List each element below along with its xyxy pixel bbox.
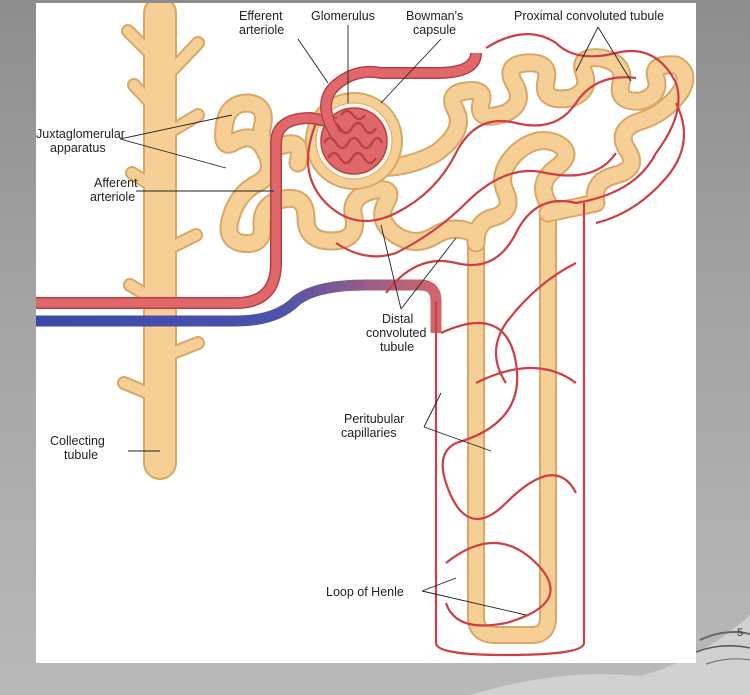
label-collecting-tubule-line1: Collecting [50, 434, 105, 448]
label-distal-convoluted-tubule-line3: tubule [380, 340, 414, 354]
label-peritubular-capillaries-line1: Peritubular [344, 412, 404, 426]
label-distal-convoluted-tubule-line2: convoluted [366, 326, 427, 340]
collecting-tubule [117, 3, 205, 480]
convoluted-tubules [214, 48, 695, 254]
label-bowmans-capsule-line1: Bowman's [406, 9, 463, 23]
label-juxtaglomerular-apparatus-line1: Juxtaglomerular [36, 127, 125, 141]
label-collecting-tubule-line2: tubule [64, 448, 98, 462]
slide-number: 5 [737, 627, 744, 639]
label-juxtaglomerular-apparatus-line2: apparatus [50, 141, 106, 155]
nephron-figure-panel: Efferent arteriole Glomerulus Bowman's c… [36, 3, 696, 663]
peritubular-capillaries [306, 33, 686, 657]
label-efferent-arteriole-line2: arteriole [239, 23, 284, 37]
label-bowmans-capsule-line2: capsule [413, 23, 456, 37]
glomerulus [320, 107, 388, 175]
nephron-diagram: Efferent arteriole Glomerulus Bowman's c… [36, 3, 695, 657]
labels: Efferent arteriole Glomerulus Bowman's c… [36, 9, 664, 599]
leader-lines [119, 25, 632, 616]
label-loop-of-henle: Loop of Henle [326, 585, 404, 599]
loop-of-henle-tubule [467, 213, 557, 644]
label-afferent-arteriole-line1: Afferent [94, 176, 138, 190]
arterial-vessels [36, 52, 482, 309]
label-afferent-arteriole-line2: arteriole [90, 190, 135, 204]
label-glomerulus: Glomerulus [311, 9, 375, 23]
label-distal-convoluted-tubule-line1: Distal [382, 312, 413, 326]
label-efferent-arteriole-line1: Efferent [239, 9, 283, 23]
label-peritubular-capillaries-line2: capillaries [341, 426, 397, 440]
label-proximal-convoluted-tubule: Proximal convoluted tubule [514, 9, 664, 23]
venous-vessel [36, 279, 442, 333]
